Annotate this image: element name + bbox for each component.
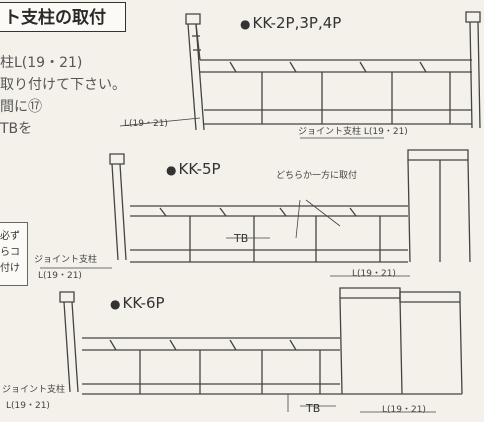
callout-label: ジョイント支柱 <box>34 255 98 265</box>
callout-label: ジョイント支柱 L(19・21) <box>298 127 408 137</box>
diagram-kk-6p <box>59 287 463 413</box>
model-name: KK-5P <box>178 160 221 178</box>
model-label-kk-5p: ●KK-5P <box>166 160 221 178</box>
callout-label: L(19・21) <box>124 119 168 129</box>
intro-text: 柱L(19・21) 取り付けて下さい。 間に⑰ TBを <box>0 52 126 140</box>
tb-label: TB <box>306 402 321 415</box>
callout-label: L(19・21) <box>38 271 82 281</box>
intro-line: 取り付けて下さい。 <box>0 77 126 93</box>
intro-line: 柱L(19・21) <box>0 55 83 71</box>
intro-line: TBを <box>0 121 33 137</box>
intro-line: 間に⑰ <box>0 99 42 115</box>
model-label-kk-6p: ●KK-6P <box>110 294 165 312</box>
callout-label: L(19・21) <box>352 269 396 279</box>
callout-label: どちらか一方に取付 <box>276 171 358 181</box>
diagram-kk-2p-3p-4p <box>119 11 481 139</box>
bullet-dot-icon: ● <box>110 297 121 311</box>
callout-label: ジョイント支柱 <box>2 385 66 395</box>
note-line: らコ <box>0 247 20 258</box>
callout-label: L(19・21) <box>382 405 426 415</box>
model-name: KK-6P <box>122 294 165 312</box>
model-label-kk-2p-3p-4p: ●KK-2P,3P,4P <box>240 14 341 32</box>
tb-label: TB <box>234 232 249 245</box>
bullet-dot-icon: ● <box>166 163 177 177</box>
section-heading: ト支柱の取付 <box>0 2 126 32</box>
diagram-kk-5p <box>40 149 471 277</box>
model-name: KK-2P,3P,4P <box>252 14 342 32</box>
bullet-dot-icon: ● <box>240 17 251 31</box>
note-line: 付け <box>0 263 20 274</box>
note-box: 必ず らコ 付け <box>0 222 28 286</box>
note-line: 必ず <box>0 231 20 242</box>
callout-label: L(19・21) <box>6 401 50 411</box>
